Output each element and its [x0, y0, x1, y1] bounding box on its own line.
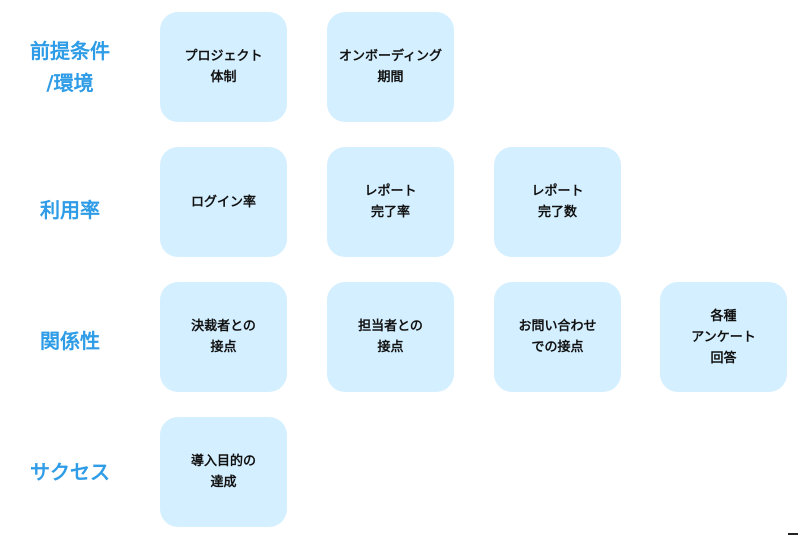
minimize-icon[interactable] [770, 521, 800, 541]
card-decision-maker-contact: 決裁者との 接点 [160, 282, 287, 392]
card-achieve-adoption-goal: 導入目的の 達成 [160, 417, 287, 527]
card-report-completion-rate: レポート 完了率 [327, 147, 454, 257]
row-label-relationship: 関係性 [40, 329, 100, 353]
card-person-in-charge-contact: 担当者との 接点 [327, 282, 454, 392]
card-project-structure: プロジェクト 体制 [160, 12, 287, 122]
card-inquiry-contact: お問い合わせ での接点 [494, 282, 621, 392]
card-login-rate: ログイン率 [160, 147, 287, 257]
card-onboarding-period: オンボーディング 期間 [327, 12, 454, 122]
row-label-premise-environment: 前提条件 /環境 [30, 39, 110, 95]
card-survey-responses: 各種 アンケート 回答 [660, 282, 787, 392]
row-label-usage-rate: 利用率 [40, 198, 100, 222]
card-report-completion-count: レポート 完了数 [494, 147, 621, 257]
row-label-success: サクセス [30, 460, 110, 484]
